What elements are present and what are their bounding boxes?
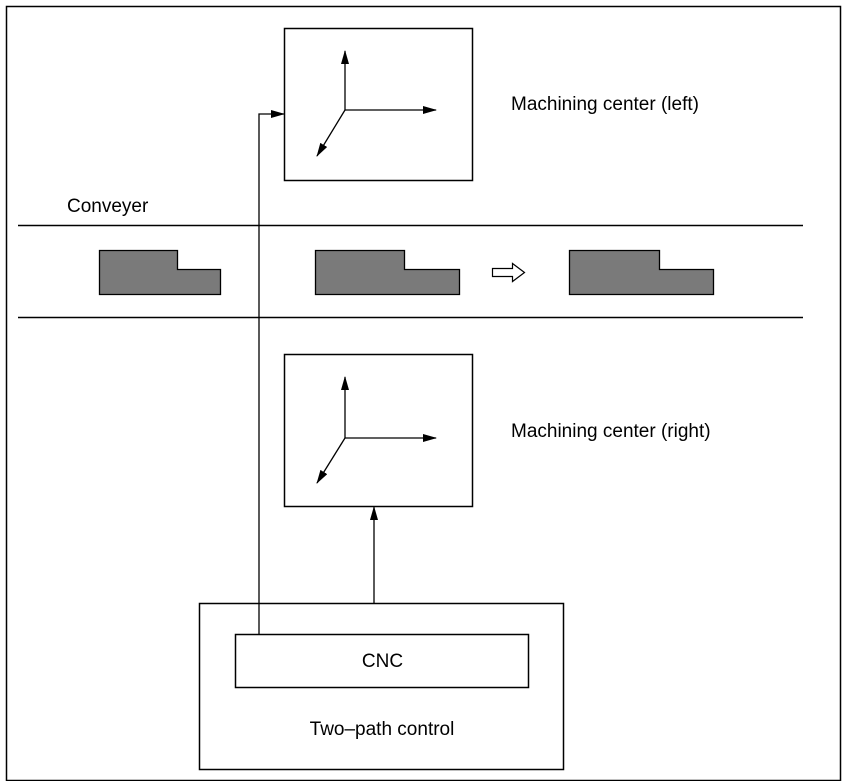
conveyer-direction-arrow-icon: [491, 262, 526, 283]
machining-center-left-box: [283, 27, 474, 182]
cnc-to-left-connection: [258, 110, 285, 634]
workpiece-2: [314, 249, 461, 296]
cnc-box: [234, 633, 530, 689]
machining-center-right-box: [283, 353, 474, 508]
two-path-control-label: Two–path control: [309, 719, 455, 740]
machining-center-right-label: Machining center (right): [511, 421, 711, 442]
workpiece-3: [568, 249, 715, 296]
cnc-label: CNC: [361, 651, 404, 672]
machining-center-left: [283, 27, 474, 182]
machining-center-right: [283, 353, 474, 508]
workpiece-1: [98, 249, 222, 296]
two-path-control-box: [198, 602, 565, 771]
conveyer-label: Conveyer: [67, 196, 149, 217]
axis-icon-right: [316, 376, 437, 484]
machining-center-left-label: Machining center (left): [511, 94, 699, 115]
axis-icon-left: [316, 50, 437, 157]
